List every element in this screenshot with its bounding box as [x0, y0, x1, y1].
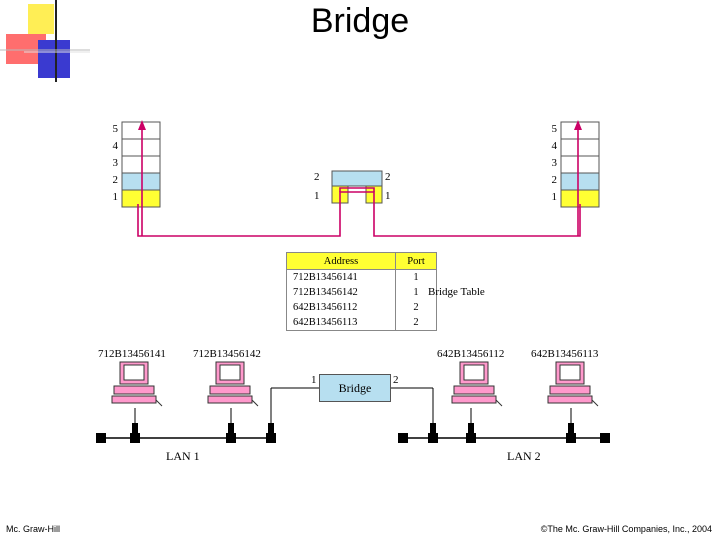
computer-4 [547, 361, 599, 407]
corner-decoration [0, 0, 90, 82]
left-layer-4-label: 4 [112, 140, 119, 152]
bridge-layer-1-right-label: 1 [385, 190, 391, 202]
address-cell: 712B13456142 [286, 285, 396, 300]
station-3-label: 642B13456112 [437, 348, 505, 360]
right-layer-1-label: 1 [551, 191, 558, 203]
computer-2 [207, 361, 259, 407]
lan2-label: LAN 2 [507, 449, 541, 463]
left-protocol-stack [121, 121, 161, 208]
left-layer-5-label: 5 [112, 123, 119, 135]
station-2-label: 712B13456142 [193, 348, 261, 360]
lan2-backbone [389, 387, 610, 443]
station-4-label: 642B13456113 [531, 348, 599, 360]
table-row: 712B13456142 1 [286, 285, 437, 300]
footer-publisher: Mc. Graw-Hill [6, 524, 60, 534]
port-cell: 1 [395, 269, 437, 285]
port-header: Port [395, 252, 437, 270]
footer-copyright: ©The Mc. Graw-Hill Companies, Inc., 2004 [540, 524, 712, 534]
left-layer-2-label: 2 [112, 174, 119, 186]
right-layer-5-label: 5 [551, 123, 558, 135]
address-cell: 712B13456141 [286, 269, 396, 285]
bridge-port-2-label: 2 [393, 374, 399, 386]
port-cell: 2 [395, 300, 437, 315]
address-cell: 642B13456113 [286, 315, 396, 331]
bridge-layer-1-left-label: 1 [314, 190, 320, 202]
port-cell: 1 [395, 285, 437, 300]
table-row: 712B13456141 1 [286, 269, 437, 285]
station-1-label: 712B13456141 [98, 348, 166, 360]
bridge-table: Address Port 712B13456141 1 712B13456142… [286, 252, 437, 331]
bridge-layer-2-left-label: 2 [314, 171, 320, 183]
right-layer-4-label: 4 [551, 140, 558, 152]
table-row: 642B13456112 2 [286, 300, 437, 315]
lan1-label: LAN 1 [166, 449, 200, 463]
left-layer-3-label: 3 [112, 157, 119, 169]
bridge-table-caption: Bridge Table [428, 286, 485, 298]
computer-3 [451, 361, 503, 407]
address-cell: 642B13456112 [286, 300, 396, 315]
data-path [137, 191, 581, 237]
slide-title: Bridge [310, 2, 410, 40]
right-protocol-stack [560, 121, 600, 208]
right-layer-2-label: 2 [551, 174, 558, 186]
computer-1 [111, 361, 163, 407]
right-layer-3-label: 3 [551, 157, 558, 169]
bridge-stack [331, 170, 383, 204]
bridge-device: Bridge [319, 374, 391, 402]
port-cell: 2 [395, 315, 437, 331]
address-header: Address [286, 252, 396, 270]
lan1-backbone [96, 387, 319, 443]
table-row: 642B13456113 2 [286, 315, 437, 331]
bridge-port-1-label: 1 [311, 374, 317, 386]
bridge-layer-2-right-label: 2 [385, 171, 391, 183]
left-layer-1-label: 1 [112, 191, 119, 203]
